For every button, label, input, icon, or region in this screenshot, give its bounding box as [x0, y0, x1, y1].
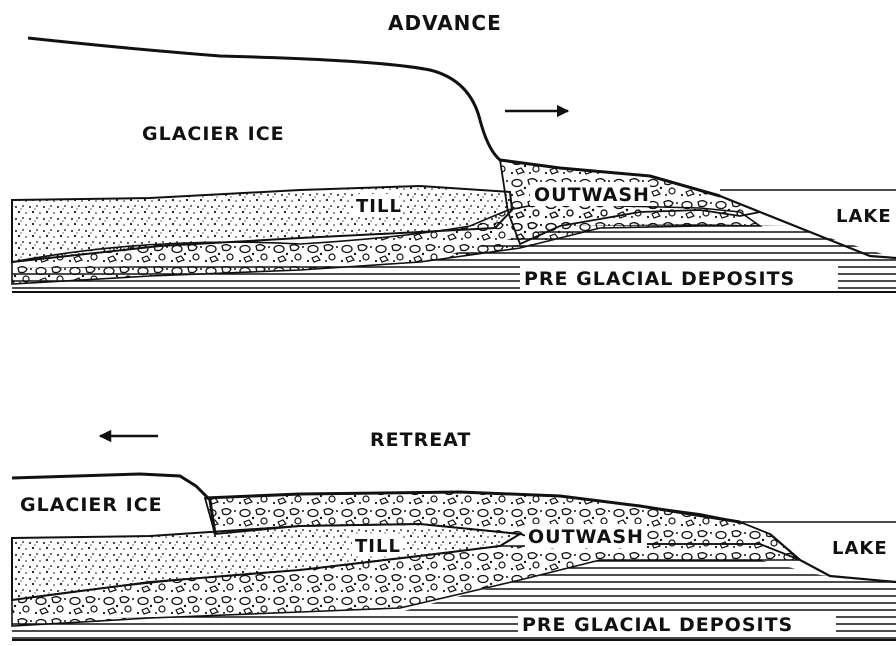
advance-deposits-label: PRE GLACIAL DEPOSITS — [524, 268, 795, 290]
advance-outwash-label: OUTWASH — [534, 184, 650, 206]
advance-till-label: TILL — [356, 196, 402, 217]
retreat-title: RETREAT — [370, 429, 471, 451]
advance-lake-label: LAKE — [836, 206, 892, 227]
retreat-deposits-label: PRE GLACIAL DEPOSITS — [522, 614, 793, 636]
advance-title: ADVANCE — [388, 11, 502, 35]
retreat-lake-label: LAKE — [832, 538, 888, 559]
advance-glacier-label: GLACIER ICE — [142, 123, 285, 145]
retreat-till-label: TILL — [355, 536, 401, 557]
advance-glacier-ice — [28, 38, 720, 196]
retreat-outwash-label: OUTWASH — [528, 526, 644, 548]
retreat-panel: RETREAT GLACIER ICE TILL OUTWASH LAKE PR… — [12, 429, 896, 640]
advance-panel: ADVANCE GLACIER ICE TILL OUTWASH LAKE PR… — [12, 11, 896, 292]
retreat-glacier-label: GLACIER ICE — [20, 494, 163, 516]
